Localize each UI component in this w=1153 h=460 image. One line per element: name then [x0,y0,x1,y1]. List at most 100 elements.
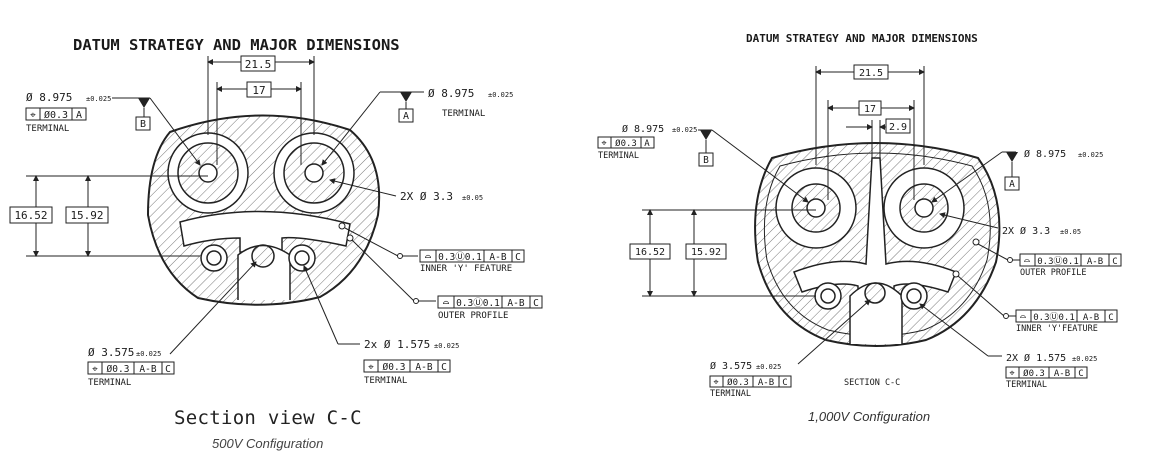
svg-text:⌓: ⌓ [1024,256,1030,267]
right-holes-tol: ±0.05 [1060,228,1081,236]
left-center-tol: ±0.025 [136,350,161,358]
left-outer-label: OUTER PROFILE [438,311,508,321]
svg-text:⌓: ⌓ [1020,312,1026,323]
right-small-label: TERMINAL [1006,380,1047,390]
svg-text:A-B: A-B [415,362,432,373]
left-center-terminal [251,244,275,268]
svg-text:A-B: A-B [1083,313,1099,323]
left-dim-16-52-value: 16.52 [14,209,47,222]
right-section-label: SECTION C-C [844,378,900,388]
svg-text:Ø0.3: Ø0.3 [107,364,130,375]
right-center-dia: Ø 3.575 [710,360,752,372]
svg-text:⌓: ⌓ [443,298,449,309]
svg-text:⌖: ⌖ [368,362,374,373]
right-outer-fcf: ⌓ 0.3Ⓤ0.1 A-B C [1019,253,1122,267]
left-holes-dia: 2X Ø 3.3 [400,190,453,203]
right-datum-b: B [703,155,709,166]
left-term-left-tol: ±0.025 [86,95,111,103]
left-center-dia: Ø 3.575 [88,346,134,359]
left-holes-tol: ±0.05 [462,194,483,202]
left-title: DATUM STRATEGY AND MAJOR DIMENSIONS [73,36,400,54]
right-outer-label: OUTER PROFILE [1020,268,1087,278]
left-center-label: TERMINAL [88,378,131,388]
svg-text:Ø0.3: Ø0.3 [44,109,68,121]
svg-text:A-B: A-B [507,298,524,309]
svg-text:C: C [441,362,447,373]
svg-text:⌓: ⌓ [425,252,431,263]
svg-text:A-B: A-B [139,364,156,375]
left-term-right-label: TERMINAL [442,109,485,119]
svg-text:A-B: A-B [1087,257,1103,267]
left-dim-17-value: 17 [252,84,265,97]
right-holes-dia: 2X Ø 3.3 [1002,225,1050,237]
right-datum-a: A [1009,179,1015,190]
left-drawing-panel: DATUM STRATEGY AND MAJOR DIMENSIONS 21.5… [0,0,576,460]
svg-text:Ø0.3: Ø0.3 [1023,368,1045,379]
right-caption: 1,000V Configuration [808,409,931,424]
left-term-left-dia: Ø 8.975 [26,91,72,104]
left-datum-a-triangle [400,92,412,102]
right-small-terminal-left [814,282,842,310]
left-center-fcf: ⌖ Ø0.3 A-B C [87,361,175,375]
left-subcaption: 500V Configuration [212,436,324,451]
left-datum-a: A [403,111,409,122]
right-small-dia: 2X Ø 1.575 [1006,352,1066,364]
right-center-tol: ±0.025 [756,363,781,371]
left-dim-15-92-value: 15.92 [70,209,103,222]
svg-text:A-B: A-B [489,252,506,263]
right-inner-fcf: ⌓ 0.3Ⓤ0.1 A-B C [1015,309,1118,323]
left-outer-fcf: ⌓ 0.3Ⓤ0.1 A-B C [437,295,543,309]
right-dim-21-5-value: 21.5 [859,68,883,79]
svg-text:0.3Ⓤ0.1: 0.3Ⓤ0.1 [438,252,482,263]
svg-text:0.3Ⓤ0.1: 0.3Ⓤ0.1 [1037,256,1079,267]
right-term-left-fcf: ⌖ Ø0.3 A [597,136,655,149]
left-term-left-fcf: ⌖ Ø0.3 A [25,107,87,121]
svg-text:0.3Ⓤ0.1: 0.3Ⓤ0.1 [1033,312,1075,323]
svg-text:C: C [1108,313,1113,323]
left-small-terminal-right [288,244,316,272]
svg-text:Ø0.3: Ø0.3 [615,138,637,149]
svg-text:⌖: ⌖ [1009,369,1014,379]
svg-text:⌖: ⌖ [601,139,606,149]
right-title: DATUM STRATEGY AND MAJOR DIMENSIONS [746,32,978,45]
right-drawing-panel: DATUM STRATEGY AND MAJOR DIMENSIONS 21.5 [576,0,1153,460]
right-center-fcf: ⌖ Ø0.3 A-B C [709,375,792,388]
right-small-tol: ±0.025 [1072,355,1097,363]
left-caption: Section view C-C [174,407,362,429]
svg-text:⌖: ⌖ [30,110,36,121]
svg-text:A-B: A-B [1054,369,1070,379]
left-small-tol: ±0.025 [434,342,459,350]
svg-text:C: C [782,378,787,388]
right-center-terminal [864,282,886,304]
right-datum-a-triangle [1006,152,1018,162]
left-small-label: TERMINAL [364,376,407,386]
svg-text:C: C [1078,369,1083,379]
right-small-terminal-right [900,282,928,310]
right-term-left-tol: ±0.025 [672,126,697,134]
left-dim-21-5-value: 21.5 [245,58,272,71]
left-inner-fcf: ⌓ 0.3Ⓤ0.1 A-B C [419,249,525,263]
right-terminal-right [883,167,965,249]
svg-text:⌖: ⌖ [713,378,718,388]
svg-text:A: A [644,139,650,149]
right-dim-2-9-value: 2.9 [889,122,907,133]
right-terminal-left [775,167,857,249]
svg-text:A-B: A-B [758,378,774,388]
left-drawing-svg: DATUM STRATEGY AND MAJOR DIMENSIONS 21.5… [9,36,543,388]
left-terminal-right [273,132,355,214]
right-term-right-dia: Ø 8.975 [1024,148,1066,160]
svg-text:A: A [76,110,82,121]
svg-text:C: C [1112,257,1117,267]
left-datum-b: B [140,119,146,130]
left-term-right-dia: Ø 8.975 [428,87,474,100]
right-drawing-svg: DATUM STRATEGY AND MAJOR DIMENSIONS 21.5 [597,32,1122,399]
right-dim-15-92-value: 15.92 [691,247,721,258]
left-terminal-left [167,132,249,214]
left-inner-y-feature [179,210,351,253]
svg-text:C: C [165,364,171,375]
right-datum-b-triangle [700,130,712,140]
right-dim-16-52-value: 16.52 [635,247,665,258]
svg-text:C: C [533,298,539,309]
right-term-left-dia: Ø 8.975 [622,123,664,135]
right-center-label: TERMINAL [710,389,751,399]
